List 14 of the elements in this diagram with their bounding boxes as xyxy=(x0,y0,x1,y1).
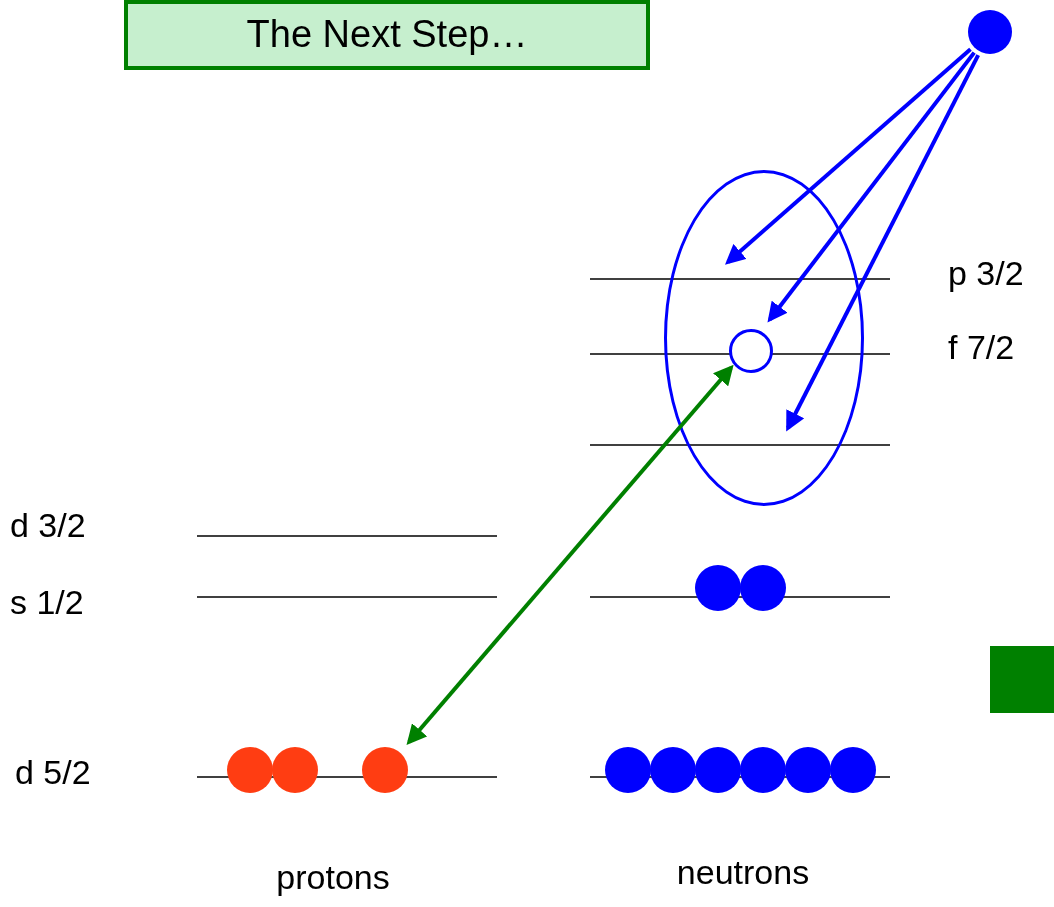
level-label: neutrons xyxy=(676,855,810,889)
arrow xyxy=(406,364,734,745)
level-label: p 3/2 xyxy=(948,256,1024,290)
title-box xyxy=(124,0,650,70)
arrow xyxy=(786,54,980,432)
level-label: s 1/2 xyxy=(10,585,84,619)
level-label: d 3/2 xyxy=(10,508,86,542)
arrow xyxy=(767,51,976,323)
arrow xyxy=(725,47,972,265)
level-label: protons xyxy=(276,860,390,894)
level-label: f 7/2 xyxy=(948,330,1015,364)
orbit-ellipse xyxy=(664,170,864,506)
level-label: d 5/2 xyxy=(15,755,91,789)
title-text: The Next Step… xyxy=(246,12,528,58)
